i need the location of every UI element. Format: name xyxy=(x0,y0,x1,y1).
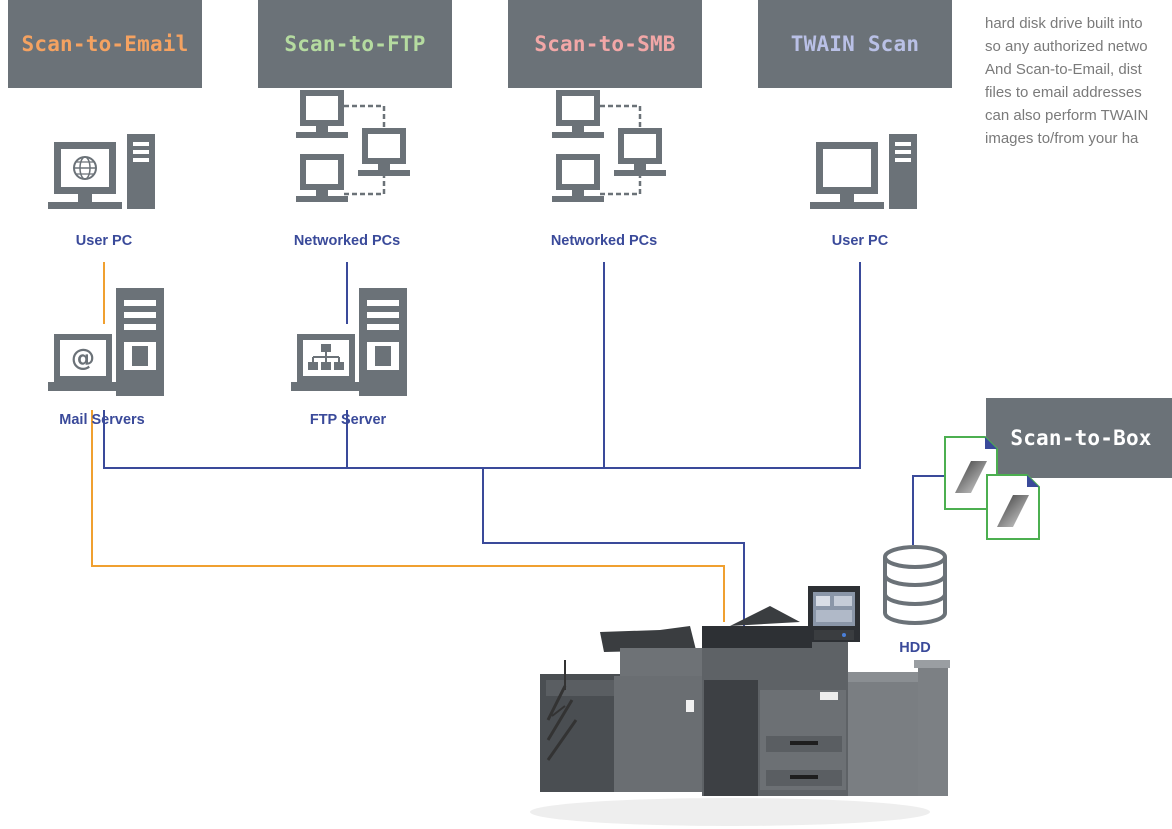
networked-pcs-label: Networked PCs xyxy=(293,233,401,249)
hdd-label: HDD xyxy=(899,640,931,656)
connection-lines xyxy=(91,262,948,628)
tab-scan-to-ftp-label: Scan-to-FTP xyxy=(284,32,426,56)
ftp-server-label: FTP Server xyxy=(309,412,387,428)
tab-twain-scan-label: TWAIN Scan xyxy=(790,32,920,56)
hdd-box-line xyxy=(912,475,948,545)
tab-scan-to-box-label: Scan-to-Box xyxy=(1010,426,1152,450)
user-pc-label: User PC xyxy=(831,233,889,249)
printer-mfp-image xyxy=(530,586,950,826)
user-pc-label: User PC xyxy=(75,233,133,249)
svg-text:@: @ xyxy=(71,344,95,372)
networked-pcs-icon xyxy=(552,90,666,202)
hdd-database-icon xyxy=(883,545,947,625)
tab-scan-to-email-label: Scan-to-Email xyxy=(21,32,189,56)
description-line: can also perform TWAIN xyxy=(985,107,1149,124)
mail-servers-label: Mail Servers xyxy=(59,412,145,428)
tab-scan-to-email: Scan-to-Email xyxy=(8,0,202,88)
user-pc-icon xyxy=(810,134,917,209)
networked-pcs-label: Networked PCs xyxy=(550,233,658,249)
ftp-server-icon xyxy=(291,288,407,396)
trunk-line xyxy=(482,468,745,628)
description-line: so any authorized netwo xyxy=(985,38,1148,55)
mail-server-icon: @ xyxy=(48,288,164,396)
description-text: hard disk drive built into so any author… xyxy=(985,2,1172,150)
description-line: hard disk drive built into xyxy=(985,15,1143,32)
document-file-icon xyxy=(986,474,1040,540)
networked-pcs-icon xyxy=(296,90,410,202)
tab-twain-scan: TWAIN Scan xyxy=(758,0,952,88)
user-pc-icon xyxy=(48,134,155,209)
tab-scan-to-smb: Scan-to-SMB xyxy=(508,0,702,88)
description-line: images to/from your ha xyxy=(985,130,1139,147)
tab-scan-to-ftp: Scan-to-FTP xyxy=(258,0,452,88)
description-line: files to email addresses xyxy=(985,84,1142,101)
network-bus-line xyxy=(103,262,861,469)
description-line: And Scan-to-Email, dist xyxy=(985,61,1142,78)
tab-scan-to-box: Scan-to-Box xyxy=(986,398,1172,478)
tab-scan-to-smb-label: Scan-to-SMB xyxy=(534,32,676,56)
email-route-line xyxy=(91,410,725,622)
